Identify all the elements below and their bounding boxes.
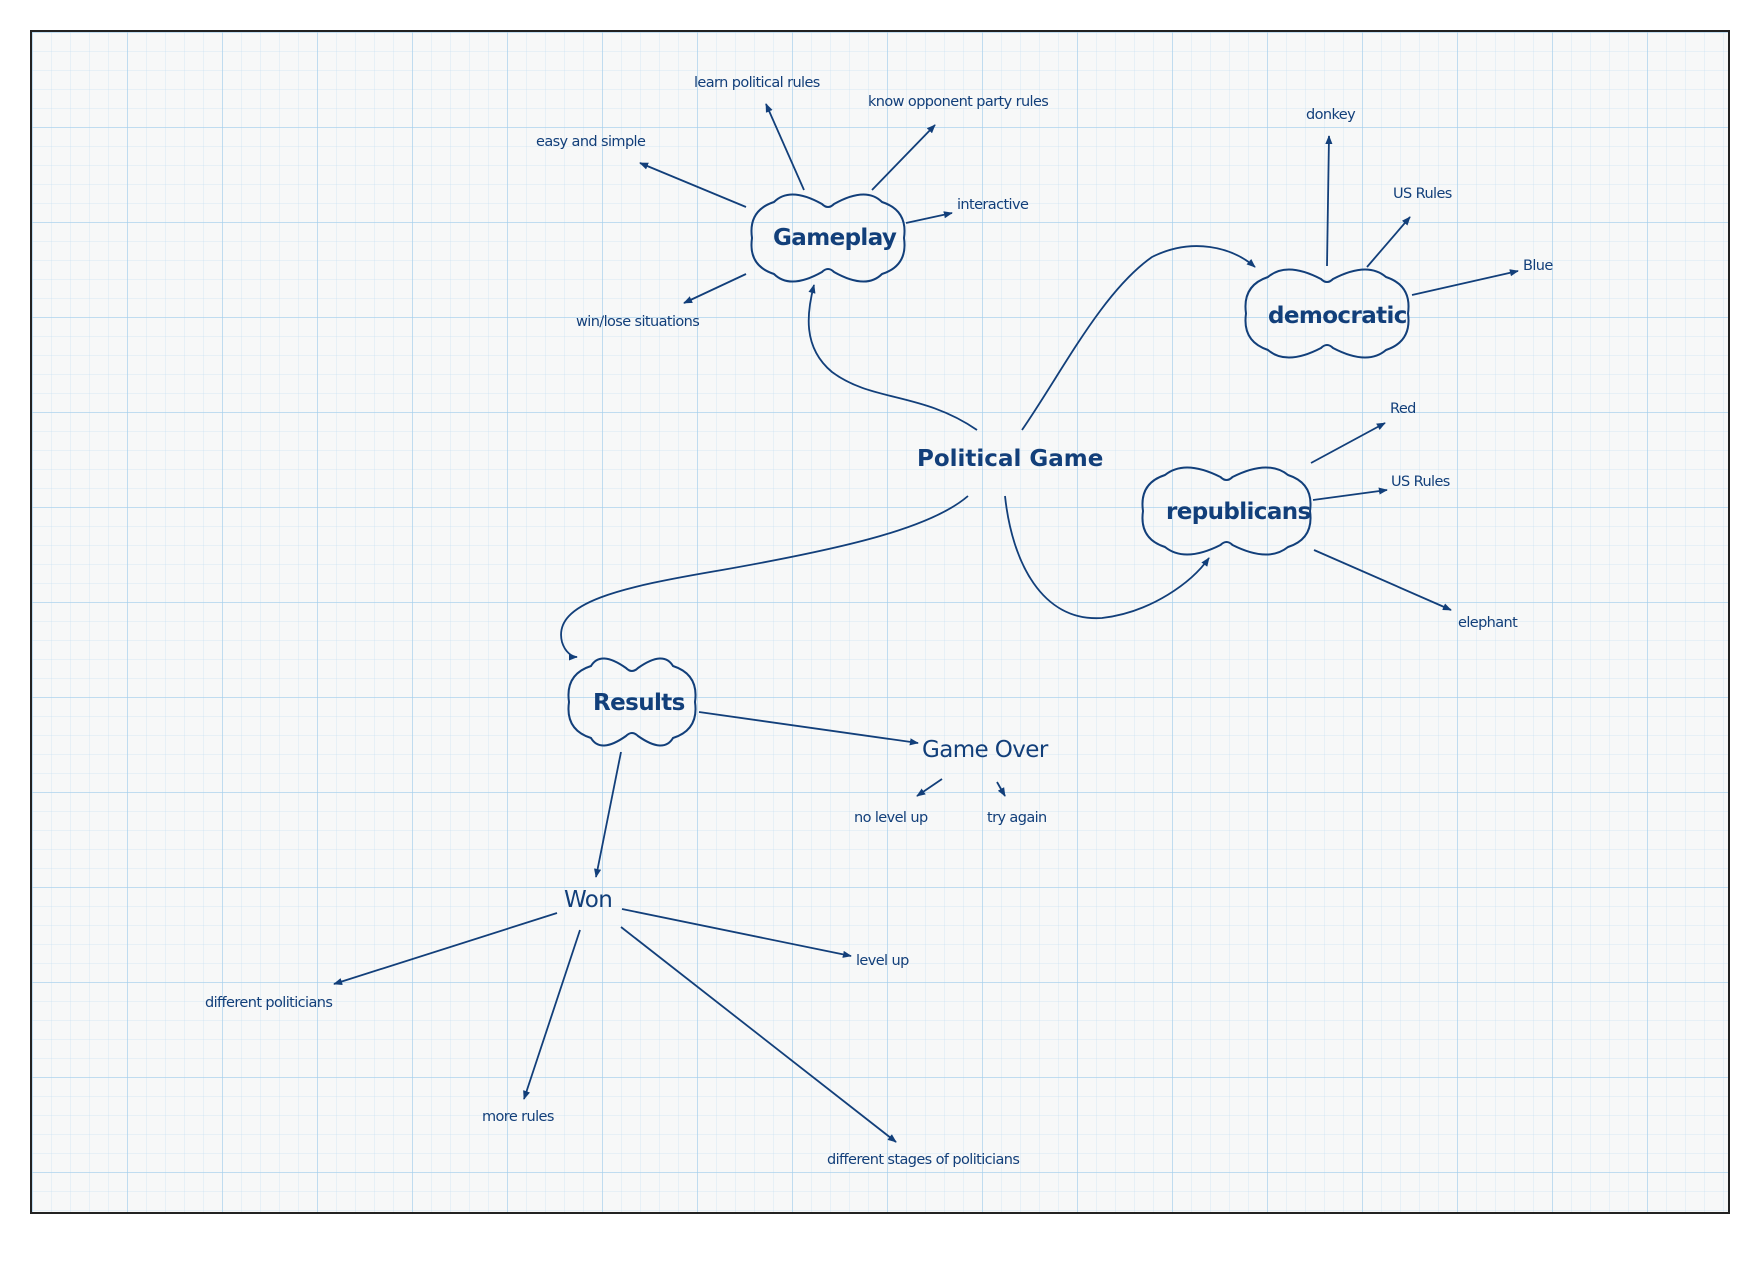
democratic-cloud (1244, 268, 1410, 359)
connector-layer (333, 103, 1519, 1143)
link-democratic-donkey (1325, 135, 1333, 267)
link-central-republicans (1004, 495, 1210, 619)
link-results-gameover (698, 711, 919, 746)
link-gameplay-learn (765, 103, 805, 191)
won-item-different-politicians: different politicians (205, 995, 333, 1011)
link-gameplay-interactive (905, 211, 953, 224)
link-results-won (594, 751, 622, 878)
mind-map-canvas (30, 30, 1730, 1214)
republicans-item-elephant: elephant (1458, 615, 1518, 631)
link-central-results (560, 495, 969, 661)
link-republicans-red (1310, 422, 1386, 464)
democratic-item-donkey: donkey (1306, 107, 1356, 123)
won-item-more-rules: more rules (482, 1109, 554, 1125)
link-won-levelup (621, 908, 852, 958)
gameplay-cloud (750, 193, 906, 283)
democratic-item-us-rules: US Rules (1393, 186, 1452, 202)
link-democratic-blue (1411, 269, 1519, 296)
gameplay-item-learn-rules: learn political rules (694, 75, 820, 91)
link-central-gameplay (807, 284, 978, 431)
results-node-label: Results (593, 690, 685, 716)
won-item-different-stages: different stages of politicians (827, 1152, 1020, 1168)
link-won-morerules (523, 929, 581, 1100)
gameplay-item-interactive: interactive (957, 197, 1029, 213)
republicans-cloud (1141, 466, 1312, 556)
gameplay-item-win-lose: win/lose situations (576, 314, 700, 330)
democratic-item-blue: Blue (1523, 258, 1553, 274)
game-over-item-no-level-up: no level up (854, 810, 928, 826)
results-cloud (567, 657, 697, 747)
democratic-node-label: democratic (1268, 303, 1407, 329)
link-gameover-nolevelup (916, 778, 943, 797)
game-over-item-try-again: try again (987, 810, 1047, 826)
link-democratic-usrules (1366, 216, 1411, 268)
link-won-stages (620, 926, 897, 1143)
link-gameplay-winlose (683, 273, 747, 304)
gameplay-node-label: Gameplay (773, 225, 897, 251)
link-gameplay-know (871, 124, 936, 191)
link-central-democratic (1021, 245, 1256, 431)
gameplay-item-know-opponent: know opponent party rules (868, 94, 1049, 110)
link-gameover-tryagain (996, 781, 1006, 797)
link-won-politicians (333, 912, 558, 985)
won-item-level-up: level up (856, 953, 909, 969)
republicans-item-us-rules: US Rules (1391, 474, 1450, 490)
gameplay-item-easy-simple: easy and simple (536, 134, 646, 150)
link-gameplay-easy (639, 162, 747, 208)
central-topic: Political Game (917, 446, 1104, 472)
link-republicans-elephant (1313, 549, 1452, 611)
game-over-node-label: Game Over (922, 737, 1048, 763)
link-republicans-usrules (1312, 487, 1388, 501)
won-node-label: Won (564, 887, 613, 913)
republicans-item-red: Red (1390, 401, 1416, 417)
republicans-node-label: republicans (1166, 499, 1311, 525)
